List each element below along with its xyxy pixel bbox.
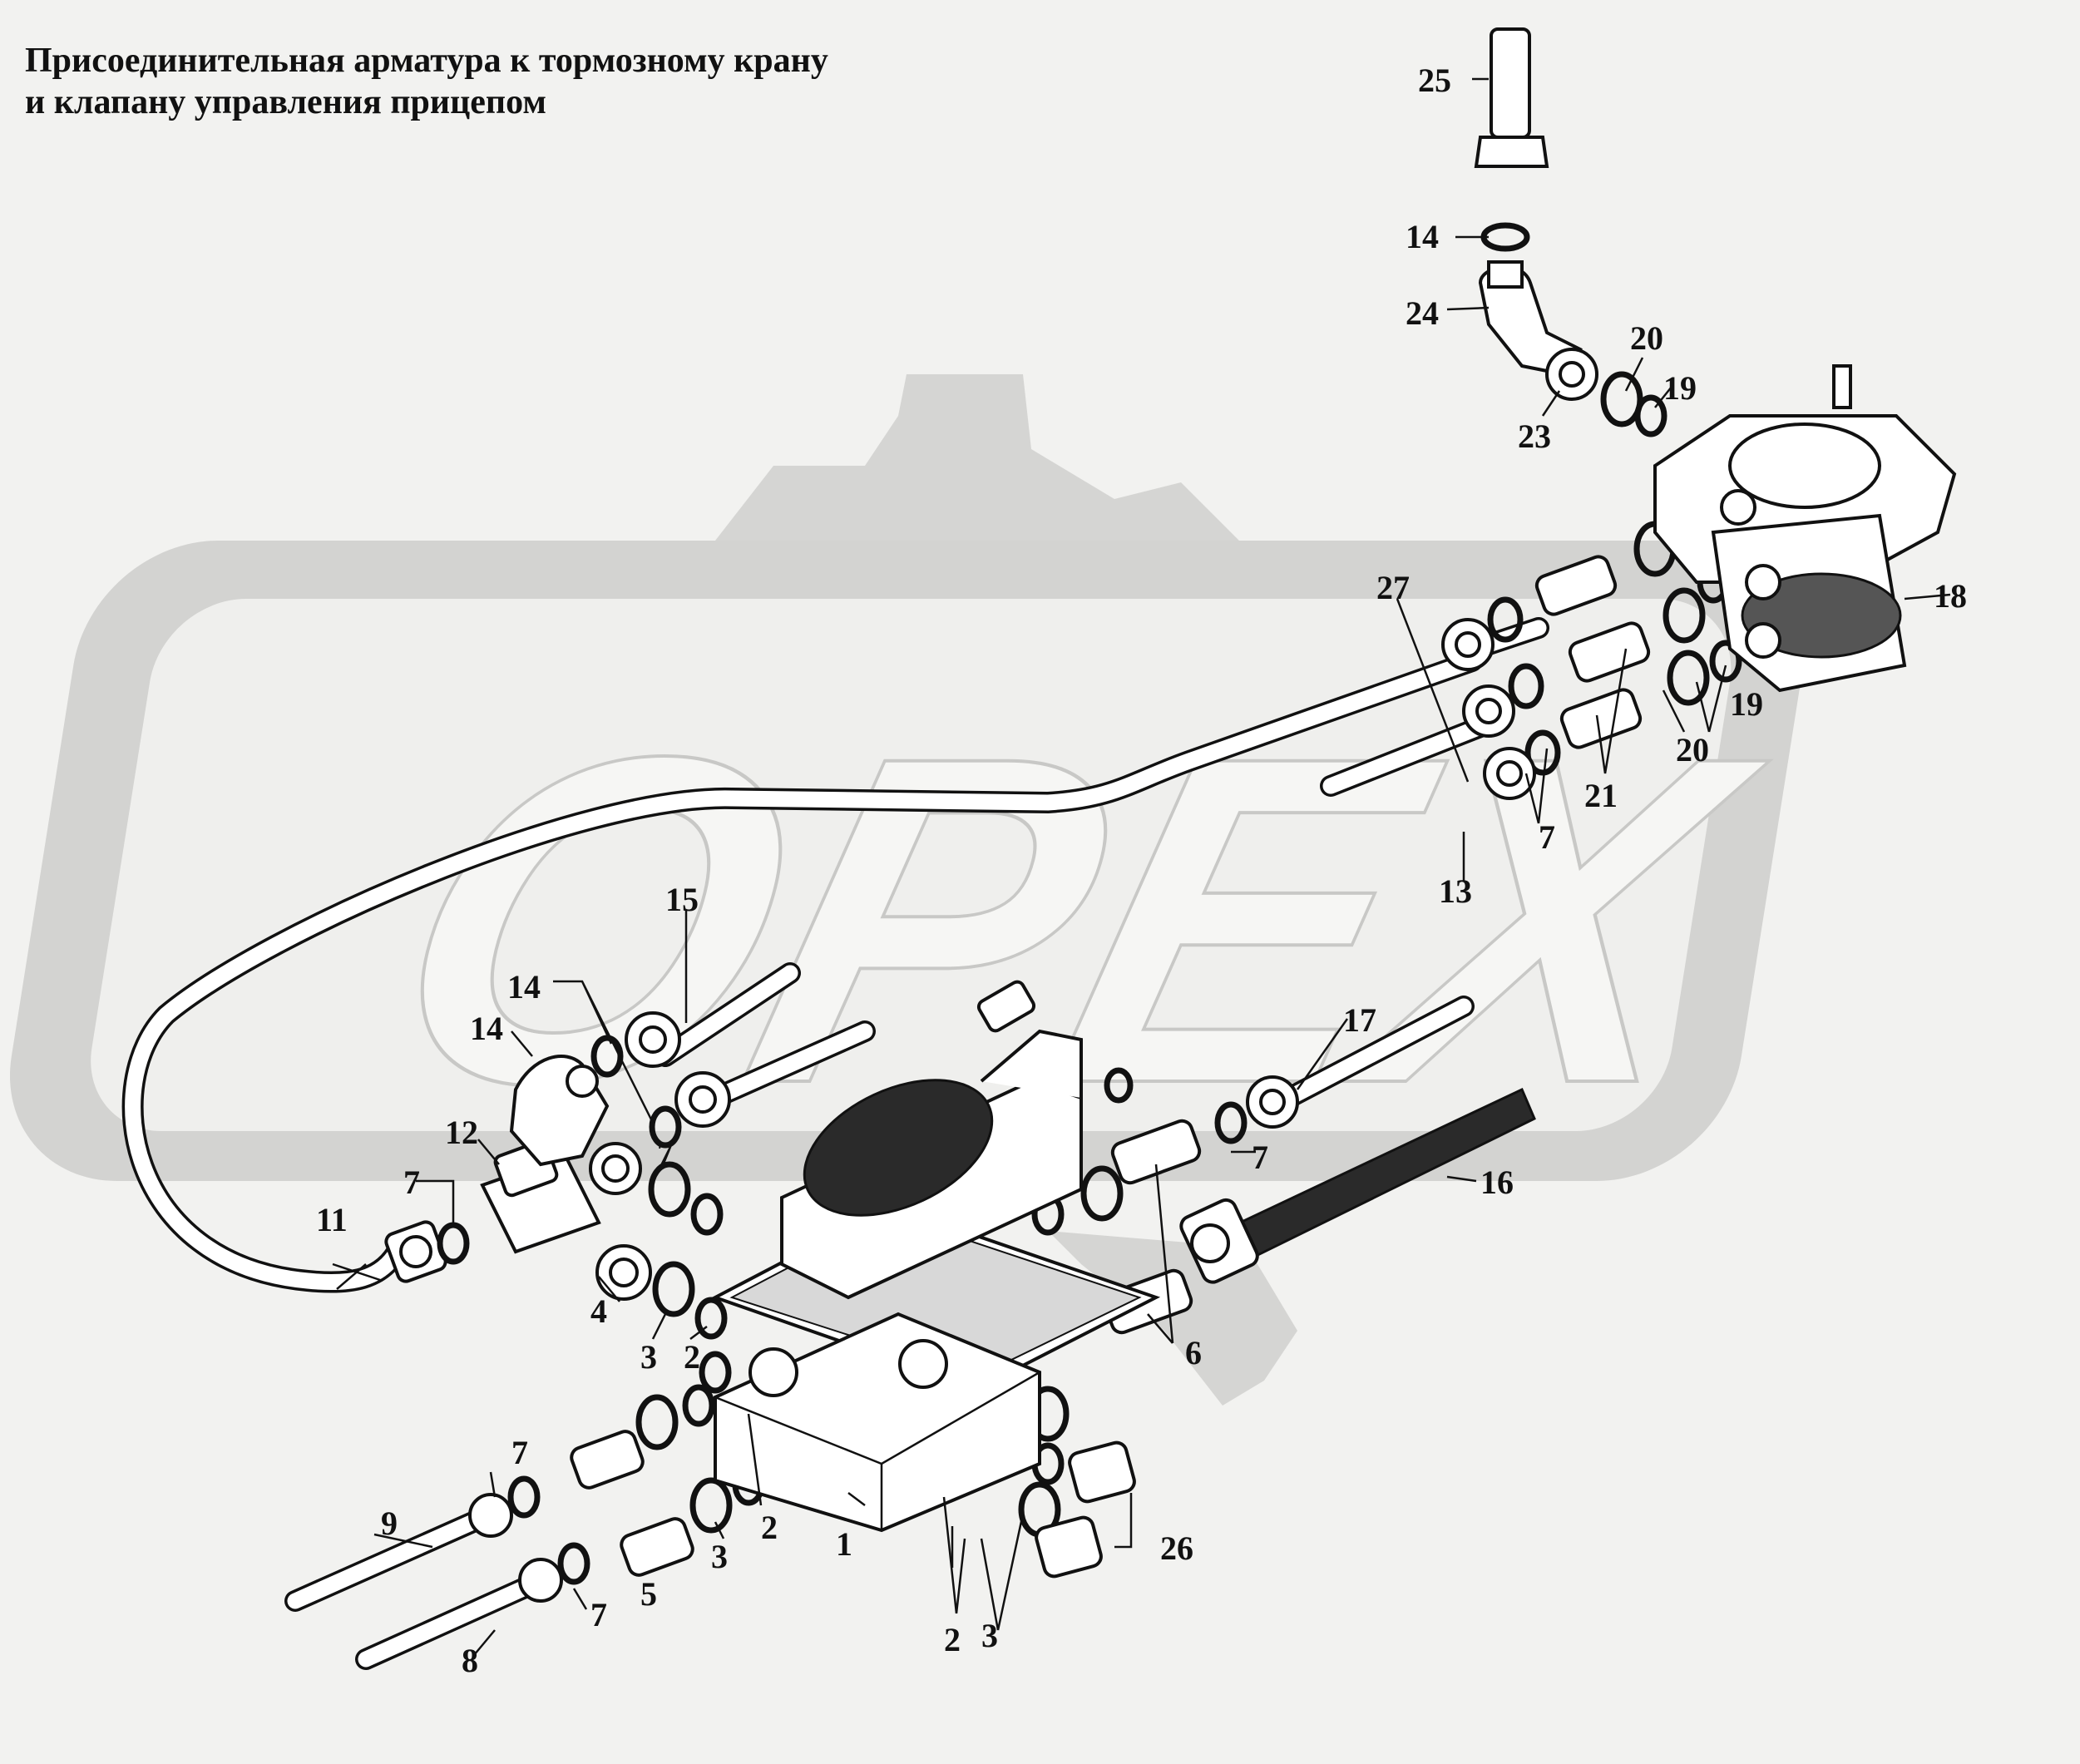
elbow-13	[509, 1055, 610, 1167]
callout-14-right: 7	[1252, 1139, 1268, 1176]
callout-3-upper: 3	[640, 1338, 657, 1376]
brake-valve-body	[710, 980, 1161, 1533]
callout-14-left: 14	[507, 968, 541, 1006]
callout-13: 14	[470, 1010, 503, 1047]
callout-10: 12	[445, 1114, 478, 1151]
callout-7-lower: 7	[511, 1434, 528, 1471]
hose-16	[1179, 1087, 1536, 1284]
elbow-24	[1478, 260, 1583, 377]
fitting-21	[1534, 555, 1651, 749]
plugs-26	[1035, 1440, 1136, 1579]
pipe-27	[1320, 713, 1499, 797]
leader-lines	[332, 77, 1951, 1656]
title-line-1: Присоединительная арматура к тормозному …	[25, 42, 828, 80]
callout-20-top: 20	[1630, 319, 1663, 357]
callout-25: 25	[1418, 62, 1451, 99]
nut-23	[1545, 348, 1598, 401]
callout-18: 18	[1934, 577, 1967, 615]
bolt-25	[1474, 27, 1549, 168]
callout-3-bottom: 3	[981, 1617, 998, 1654]
pipe-11-long	[121, 650, 1483, 1293]
callout-2-upper: 2	[684, 1338, 700, 1376]
watermark-frame-inner	[91, 599, 1732, 1131]
nut-15	[625, 1011, 731, 1128]
title-line-2: и клапану управления прицепом	[25, 83, 546, 121]
callout-17: 17	[1343, 1001, 1376, 1039]
nut-4	[589, 1142, 652, 1301]
callout-7-top: 7	[1539, 818, 1555, 856]
callout-3-mid: 3	[711, 1538, 728, 1575]
callout-6: 6	[1185, 1334, 1202, 1371]
callout-8: 8	[462, 1642, 478, 1679]
callout-19-top: 19	[1663, 369, 1697, 407]
callout-5: 5	[640, 1575, 657, 1613]
callout-15: 15	[665, 881, 699, 918]
callout-9: 9	[381, 1505, 398, 1542]
callout-14-top: 14	[1406, 218, 1439, 255]
callout-7-left: 7	[403, 1164, 420, 1201]
callout-24: 24	[1406, 294, 1439, 332]
callout-27: 27	[1376, 569, 1410, 606]
fitting-11	[384, 1220, 447, 1283]
callout-12: 13	[1439, 872, 1472, 910]
callout-7-mid: 7	[657, 1134, 674, 1172]
pipe-15	[655, 962, 876, 1109]
pipe-9	[284, 1493, 513, 1612]
callout-21: 21	[1584, 777, 1618, 814]
nuts-27-12	[1246, 618, 1536, 1129]
pipe-8	[355, 1558, 563, 1670]
callout-16: 16	[1480, 1164, 1514, 1201]
callout-4: 4	[590, 1292, 607, 1330]
callout-26: 26	[1160, 1529, 1193, 1567]
callout-7-bottom: 7	[590, 1596, 607, 1633]
callout-11: 11	[316, 1201, 348, 1238]
callout-2-mid: 2	[761, 1509, 778, 1546]
diagram-title: Присоединительная арматура к тормозному …	[25, 40, 828, 123]
fitting-5	[570, 1430, 694, 1577]
callout-labels: 25 14 24 23 20 19 18 27 19 20 21 7 13 15…	[316, 62, 1967, 1679]
callout-19: 19	[1730, 685, 1763, 723]
trailer-valve-18	[1653, 364, 1957, 693]
callout-1: 1	[836, 1525, 852, 1563]
callout-20: 20	[1676, 731, 1709, 768]
pipe-17	[1278, 996, 1475, 1109]
callout-23: 23	[1518, 418, 1551, 455]
callout-2-bottom: 2	[944, 1621, 961, 1658]
